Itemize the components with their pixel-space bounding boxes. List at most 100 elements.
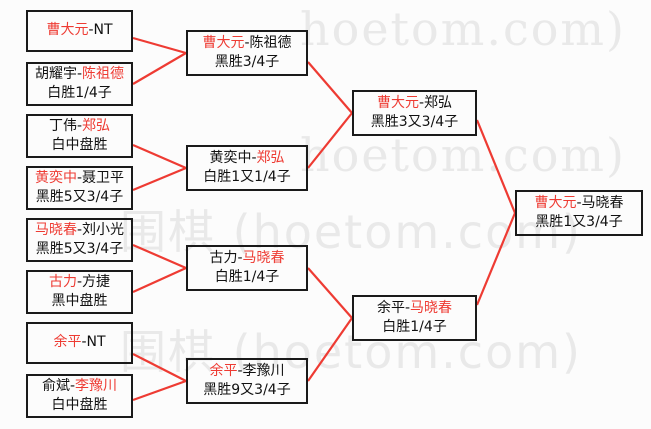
player-right: 郑弘 [82, 118, 111, 135]
match-pairing: 黄奕中-聂卫平 [35, 170, 124, 187]
versus-dash: - [76, 170, 83, 187]
player-right: 马晓春 [242, 250, 285, 267]
match-box-sf2[interactable]: 余平-马晓春白胜1/4子 [352, 295, 477, 341]
bracket-connector [307, 317, 353, 382]
match-box-r2m3[interactable]: 古力-马晓春白胜1/4子 [186, 245, 308, 291]
versus-dash: - [404, 300, 411, 317]
match-pairing: 曹大元-马晓春 [534, 195, 623, 212]
match-box-final1[interactable]: 曹大元-马晓春黑胜1又3/4子 [515, 190, 643, 236]
match-box-r1m4[interactable]: 黄奕中-聂卫平黑胜5又3/4子 [26, 166, 133, 210]
player-left: 余平 [376, 300, 405, 317]
player-left: 曹大元 [376, 95, 419, 112]
player-right: 刘小光 [82, 222, 125, 239]
match-pairing: 余平-马晓春 [377, 300, 452, 317]
match-pairing: 曹大元-陈祖德 [202, 35, 291, 52]
player-left: 黄奕中 [34, 170, 77, 187]
match-box-r1m8[interactable]: 俞斌-李豫川白中盘胜 [26, 374, 133, 418]
player-left: 曹大元 [202, 35, 245, 52]
versus-dash: - [237, 250, 243, 267]
player-left: 胡耀宇 [34, 66, 77, 83]
bracket-connector [132, 266, 187, 294]
versus-dash: - [76, 274, 83, 291]
player-right: NT [93, 22, 113, 39]
match-result: 黑胜9又3/4子 [203, 381, 291, 398]
versus-dash: - [251, 150, 257, 167]
match-result: 黑胜5又3/4子 [35, 188, 124, 205]
match-result: 白中盘胜 [51, 396, 108, 413]
bracket-connector [132, 243, 187, 270]
match-pairing: 胡耀宇-陈祖德 [35, 66, 124, 83]
match-box-r1m7[interactable]: 余平-NT [26, 322, 133, 364]
player-left: 古力 [48, 274, 77, 291]
versus-dash: - [69, 378, 76, 395]
match-pairing: 古力-马晓春 [209, 250, 284, 267]
match-result: 黑胜3又3/4子 [370, 113, 459, 130]
player-left: 丁伟 [48, 118, 77, 135]
bracket-connector [132, 52, 187, 85]
player-right: 马晓春 [410, 300, 453, 317]
versus-dash: - [76, 222, 83, 239]
versus-dash: - [76, 118, 83, 135]
match-result: 白胜1又1/4子 [203, 168, 291, 185]
bracket-connector [475, 212, 517, 306]
player-right: NT [86, 334, 106, 351]
match-box-r2m4[interactable]: 余平-李豫川黑胜9又3/4子 [186, 358, 308, 404]
bracket-connector [132, 353, 187, 382]
versus-dash: - [81, 334, 87, 351]
match-result: 白中盘胜 [51, 136, 108, 153]
match-pairing: 曹大元-NT [46, 22, 112, 39]
match-pairing: 马晓春-刘小光 [35, 222, 124, 239]
player-right: 郑弘 [424, 95, 453, 112]
player-left: 余平 [53, 334, 82, 351]
match-pairing: 丁伟-郑弘 [49, 118, 110, 135]
watermark-text: hoetom.com) [300, 128, 626, 182]
versus-dash: - [418, 95, 425, 112]
versus-dash: - [576, 195, 582, 212]
match-pairing: 俞斌-李豫川 [42, 378, 117, 395]
versus-dash: - [76, 66, 83, 83]
player-right: 陈祖德 [249, 35, 292, 52]
match-pairing: 古力-方捷 [49, 274, 110, 291]
bracket-connector [132, 166, 187, 192]
bracket-connector [307, 61, 353, 114]
match-result: 黑胜5又3/4子 [35, 240, 124, 257]
bracket-connector [307, 267, 353, 319]
match-result: 白胜1/4子 [47, 84, 112, 101]
player-left: 黄奕中 [209, 150, 252, 167]
bracket-connector [132, 36, 187, 55]
match-box-r1m1[interactable]: 曹大元-NT [26, 10, 133, 52]
bracket-connector [132, 379, 187, 402]
player-left: 余平 [209, 363, 238, 380]
match-box-r1m5[interactable]: 马晓春-刘小光黑胜5又3/4子 [26, 218, 133, 262]
versus-dash: - [244, 35, 250, 52]
match-pairing: 曹大元-郑弘 [377, 95, 452, 112]
match-box-r1m2[interactable]: 胡耀宇-陈祖德白胜1/4子 [26, 62, 133, 106]
match-box-sf1[interactable]: 曹大元-郑弘黑胜3又3/4子 [352, 90, 477, 136]
player-left: 马晓春 [34, 222, 77, 239]
player-left: 俞斌 [41, 378, 70, 395]
player-right: 李豫川 [242, 363, 285, 380]
match-box-r1m3[interactable]: 丁伟-郑弘白中盘胜 [26, 114, 133, 158]
player-left: 曹大元 [46, 22, 89, 39]
versus-dash: - [237, 363, 243, 380]
player-right: 李豫川 [75, 378, 118, 395]
match-result: 黑胜3/4子 [214, 53, 280, 70]
player-left: 古力 [209, 250, 238, 267]
player-right: 郑弘 [256, 150, 285, 167]
match-box-r2m2[interactable]: 黄奕中-郑弘白胜1又1/4子 [186, 145, 308, 191]
match-box-r2m1[interactable]: 曹大元-陈祖德黑胜3/4子 [186, 30, 308, 76]
versus-dash: - [88, 22, 94, 39]
match-result: 黑胜1又3/4子 [535, 213, 623, 230]
match-box-r1m6[interactable]: 古力-方捷黑中盘胜 [26, 270, 133, 314]
match-result: 白胜1/4子 [214, 268, 280, 285]
match-pairing: 余平-NT [53, 334, 105, 351]
player-right: 马晓春 [581, 195, 624, 212]
player-left: 曹大元 [534, 195, 577, 212]
match-result: 黑中盘胜 [51, 292, 108, 309]
player-right: 聂卫平 [82, 170, 125, 187]
bracket-connector [475, 119, 517, 214]
bracket-connector [132, 143, 187, 170]
match-pairing: 黄奕中-郑弘 [209, 150, 284, 167]
bracket-connector [307, 112, 353, 169]
